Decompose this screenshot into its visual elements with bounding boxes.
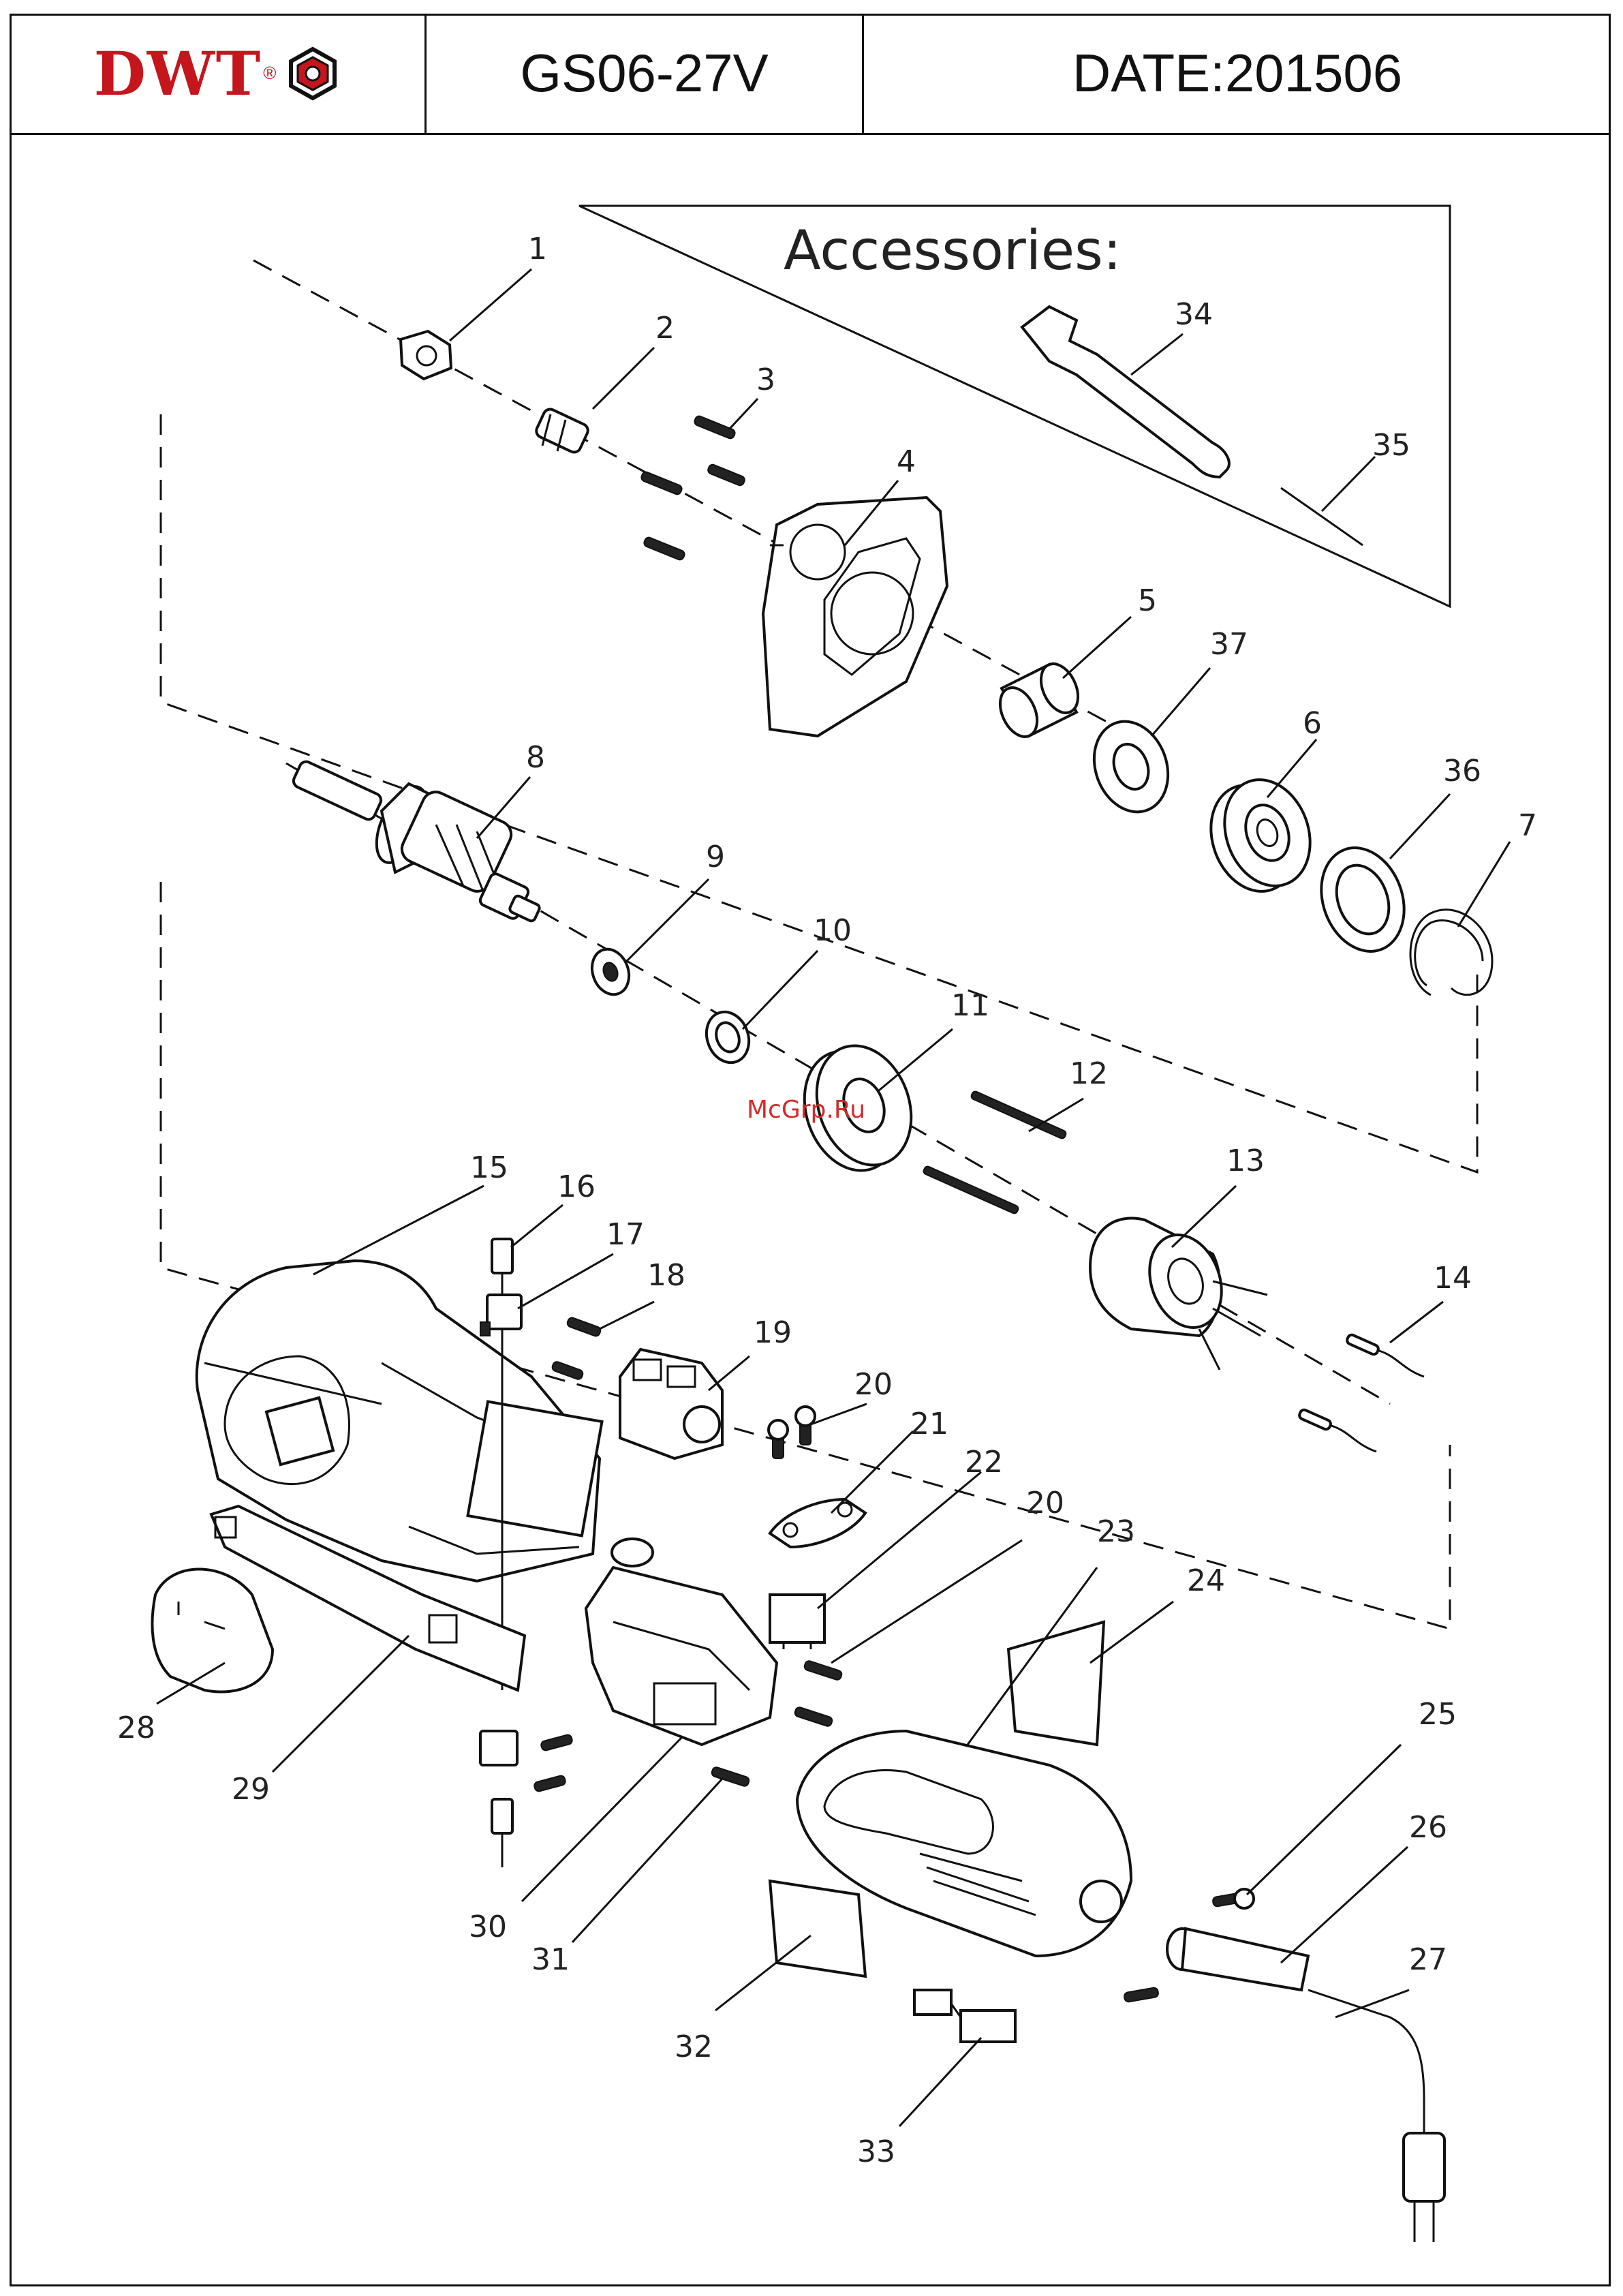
part-14-terminals: [1298, 1334, 1424, 1452]
watermark-text: McGrp.Ru: [747, 1096, 865, 1124]
callout-11: 11: [951, 988, 989, 1023]
callout-28: 28: [117, 1711, 155, 1745]
callout-7: 7: [1518, 808, 1537, 843]
part-32-label: [770, 1881, 865, 1976]
callout-22: 22: [965, 1445, 1003, 1480]
callout-15: 15: [470, 1150, 508, 1185]
callout-23: 23: [1097, 1514, 1135, 1549]
part-28-side-cap: [152, 1570, 273, 1692]
part-21-cable-clamp: [770, 1499, 865, 1547]
part-34-spanner-wrench: [1022, 307, 1229, 477]
callout-19: 19: [754, 1315, 792, 1350]
callout-17: 17: [606, 1217, 645, 1252]
callout-33: 33: [857, 2134, 895, 2169]
part-20-screws: [769, 1407, 815, 1458]
part-36-washer: [1308, 836, 1418, 963]
callout-26: 26: [1409, 1810, 1447, 1845]
part-12-long-screws: [923, 1090, 1067, 1214]
callout-27: 27: [1409, 1942, 1447, 1977]
callout-12: 12: [1070, 1056, 1108, 1091]
part-10-bushing: [700, 1006, 756, 1069]
callout-31: 31: [531, 1942, 570, 1977]
callout-10: 10: [814, 913, 852, 948]
part-35-pin-key: [1281, 488, 1363, 545]
callout-16: 16: [557, 1169, 596, 1204]
part-26-cord-protector: [1167, 1929, 1308, 1990]
callout-20: 20: [854, 1367, 893, 1402]
callout-2: 2: [655, 311, 675, 346]
assembly-axis-line: [253, 260, 1158, 750]
accessories-label: Accessories:: [784, 219, 1122, 282]
callout-21: 21: [910, 1407, 948, 1441]
callout-36: 36: [1443, 754, 1481, 789]
callout-9: 9: [706, 840, 725, 874]
part-27-power-cord: [1308, 1990, 1444, 2242]
part-19-switch: [620, 1349, 722, 1458]
callout-25: 25: [1419, 1697, 1457, 1732]
part-1-nut: [401, 331, 451, 379]
part-24-label: [1008, 1622, 1104, 1745]
part-2-collet: [534, 407, 590, 454]
part-37-ring: [1082, 711, 1180, 822]
callout-6: 6: [1303, 706, 1322, 741]
callout-18: 18: [647, 1258, 685, 1293]
part-6-bearing: [1196, 767, 1324, 903]
part-30-speed-module: [586, 1539, 777, 1745]
part-7-circlip: [1410, 910, 1492, 995]
part-8-armature: [292, 759, 541, 922]
part-33-connector: [914, 1990, 1015, 2042]
part-3-screws: [640, 415, 746, 561]
callout-37: 37: [1210, 627, 1248, 662]
callout-4: 4: [897, 444, 916, 479]
callout-5: 5: [1138, 583, 1157, 618]
callout-32: 32: [675, 2030, 713, 2064]
callout-35: 35: [1372, 428, 1410, 463]
callout-29: 29: [232, 1772, 270, 1807]
callout-20b: 20: [1026, 1486, 1064, 1520]
callout-34: 34: [1175, 297, 1213, 332]
part-22-capacitor: [770, 1595, 824, 1649]
callout-13: 13: [1226, 1144, 1265, 1178]
callout-30: 30: [469, 1910, 507, 1944]
callout-8: 8: [526, 740, 545, 775]
callout-1: 1: [528, 232, 547, 266]
callout-14: 14: [1434, 1261, 1472, 1296]
part-9-bearing: [586, 944, 635, 1000]
callout-3: 3: [756, 363, 775, 397]
callout-24: 24: [1187, 1563, 1225, 1598]
